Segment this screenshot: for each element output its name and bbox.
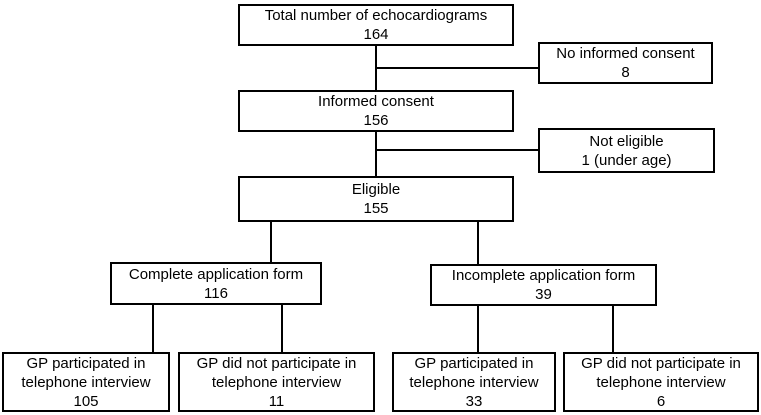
connector-complete-to-gp-not-participated [281, 305, 283, 352]
node-total-echocardiograms: Total number of echocardiograms 164 [238, 4, 514, 46]
node-value: 116 [204, 284, 228, 302]
connector-informed-consent-to-eligible [375, 131, 377, 176]
node-gp-not-participated-complete: GP did not participate in telephone inte… [178, 352, 375, 412]
connector-branch-not-eligible [376, 149, 538, 151]
node-value: 8 [621, 64, 630, 81]
node-value: 164 [363, 26, 389, 43]
node-label: Complete application form [128, 265, 304, 283]
node-value: 6 [656, 392, 666, 410]
node-label: Not eligible [589, 132, 664, 150]
node-value: 1 (under age) [581, 151, 672, 169]
node-value: 39 [535, 286, 552, 303]
node-label: Eligible [351, 181, 401, 198]
node-label-line2: telephone interview [211, 373, 342, 391]
node-label: Informed consent [318, 93, 434, 110]
node-label: Total number of echocardiograms [264, 7, 488, 24]
node-label-line2: telephone interview [596, 373, 726, 391]
connector-incomplete-to-gp-participated [477, 306, 479, 352]
connector-incomplete-to-gp-not-participated [612, 306, 614, 352]
connector-branch-no-consent [376, 67, 538, 69]
node-label-line1: GP participated in [26, 354, 146, 372]
connector-complete-to-gp-participated [152, 305, 154, 352]
node-value: 156 [363, 112, 389, 129]
node-label-line1: GP did not participate in [196, 354, 357, 372]
node-complete-application-form: Complete application form 116 [110, 262, 322, 305]
node-gp-not-participated-incomplete: GP did not participate in telephone inte… [563, 352, 759, 412]
node-informed-consent: Informed consent 156 [238, 90, 514, 132]
node-value: 11 [268, 392, 285, 410]
connector-eligible-to-incomplete-form [477, 222, 479, 264]
node-value: 33 [465, 392, 483, 410]
node-gp-participated-complete: GP participated in telephone interview 1… [2, 352, 170, 412]
node-label: No informed consent [556, 45, 695, 62]
node-value: 155 [363, 200, 389, 217]
connector-eligible-to-complete-form [270, 222, 272, 262]
node-label-line2: telephone interview [409, 373, 539, 391]
node-value: 105 [73, 392, 99, 410]
node-incomplete-application-form: Incomplete application form 39 [430, 264, 657, 306]
node-gp-participated-incomplete: GP participated in telephone interview 3… [392, 352, 556, 412]
node-label: Incomplete application form [451, 267, 636, 284]
node-not-eligible: Not eligible 1 (under age) [538, 128, 715, 173]
node-label-line2: telephone interview [21, 373, 151, 391]
node-label-line1: GP did not participate in [581, 354, 741, 372]
node-label-line1: GP participated in [414, 354, 534, 372]
node-eligible: Eligible 155 [238, 176, 514, 222]
node-no-informed-consent: No informed consent 8 [538, 42, 713, 84]
